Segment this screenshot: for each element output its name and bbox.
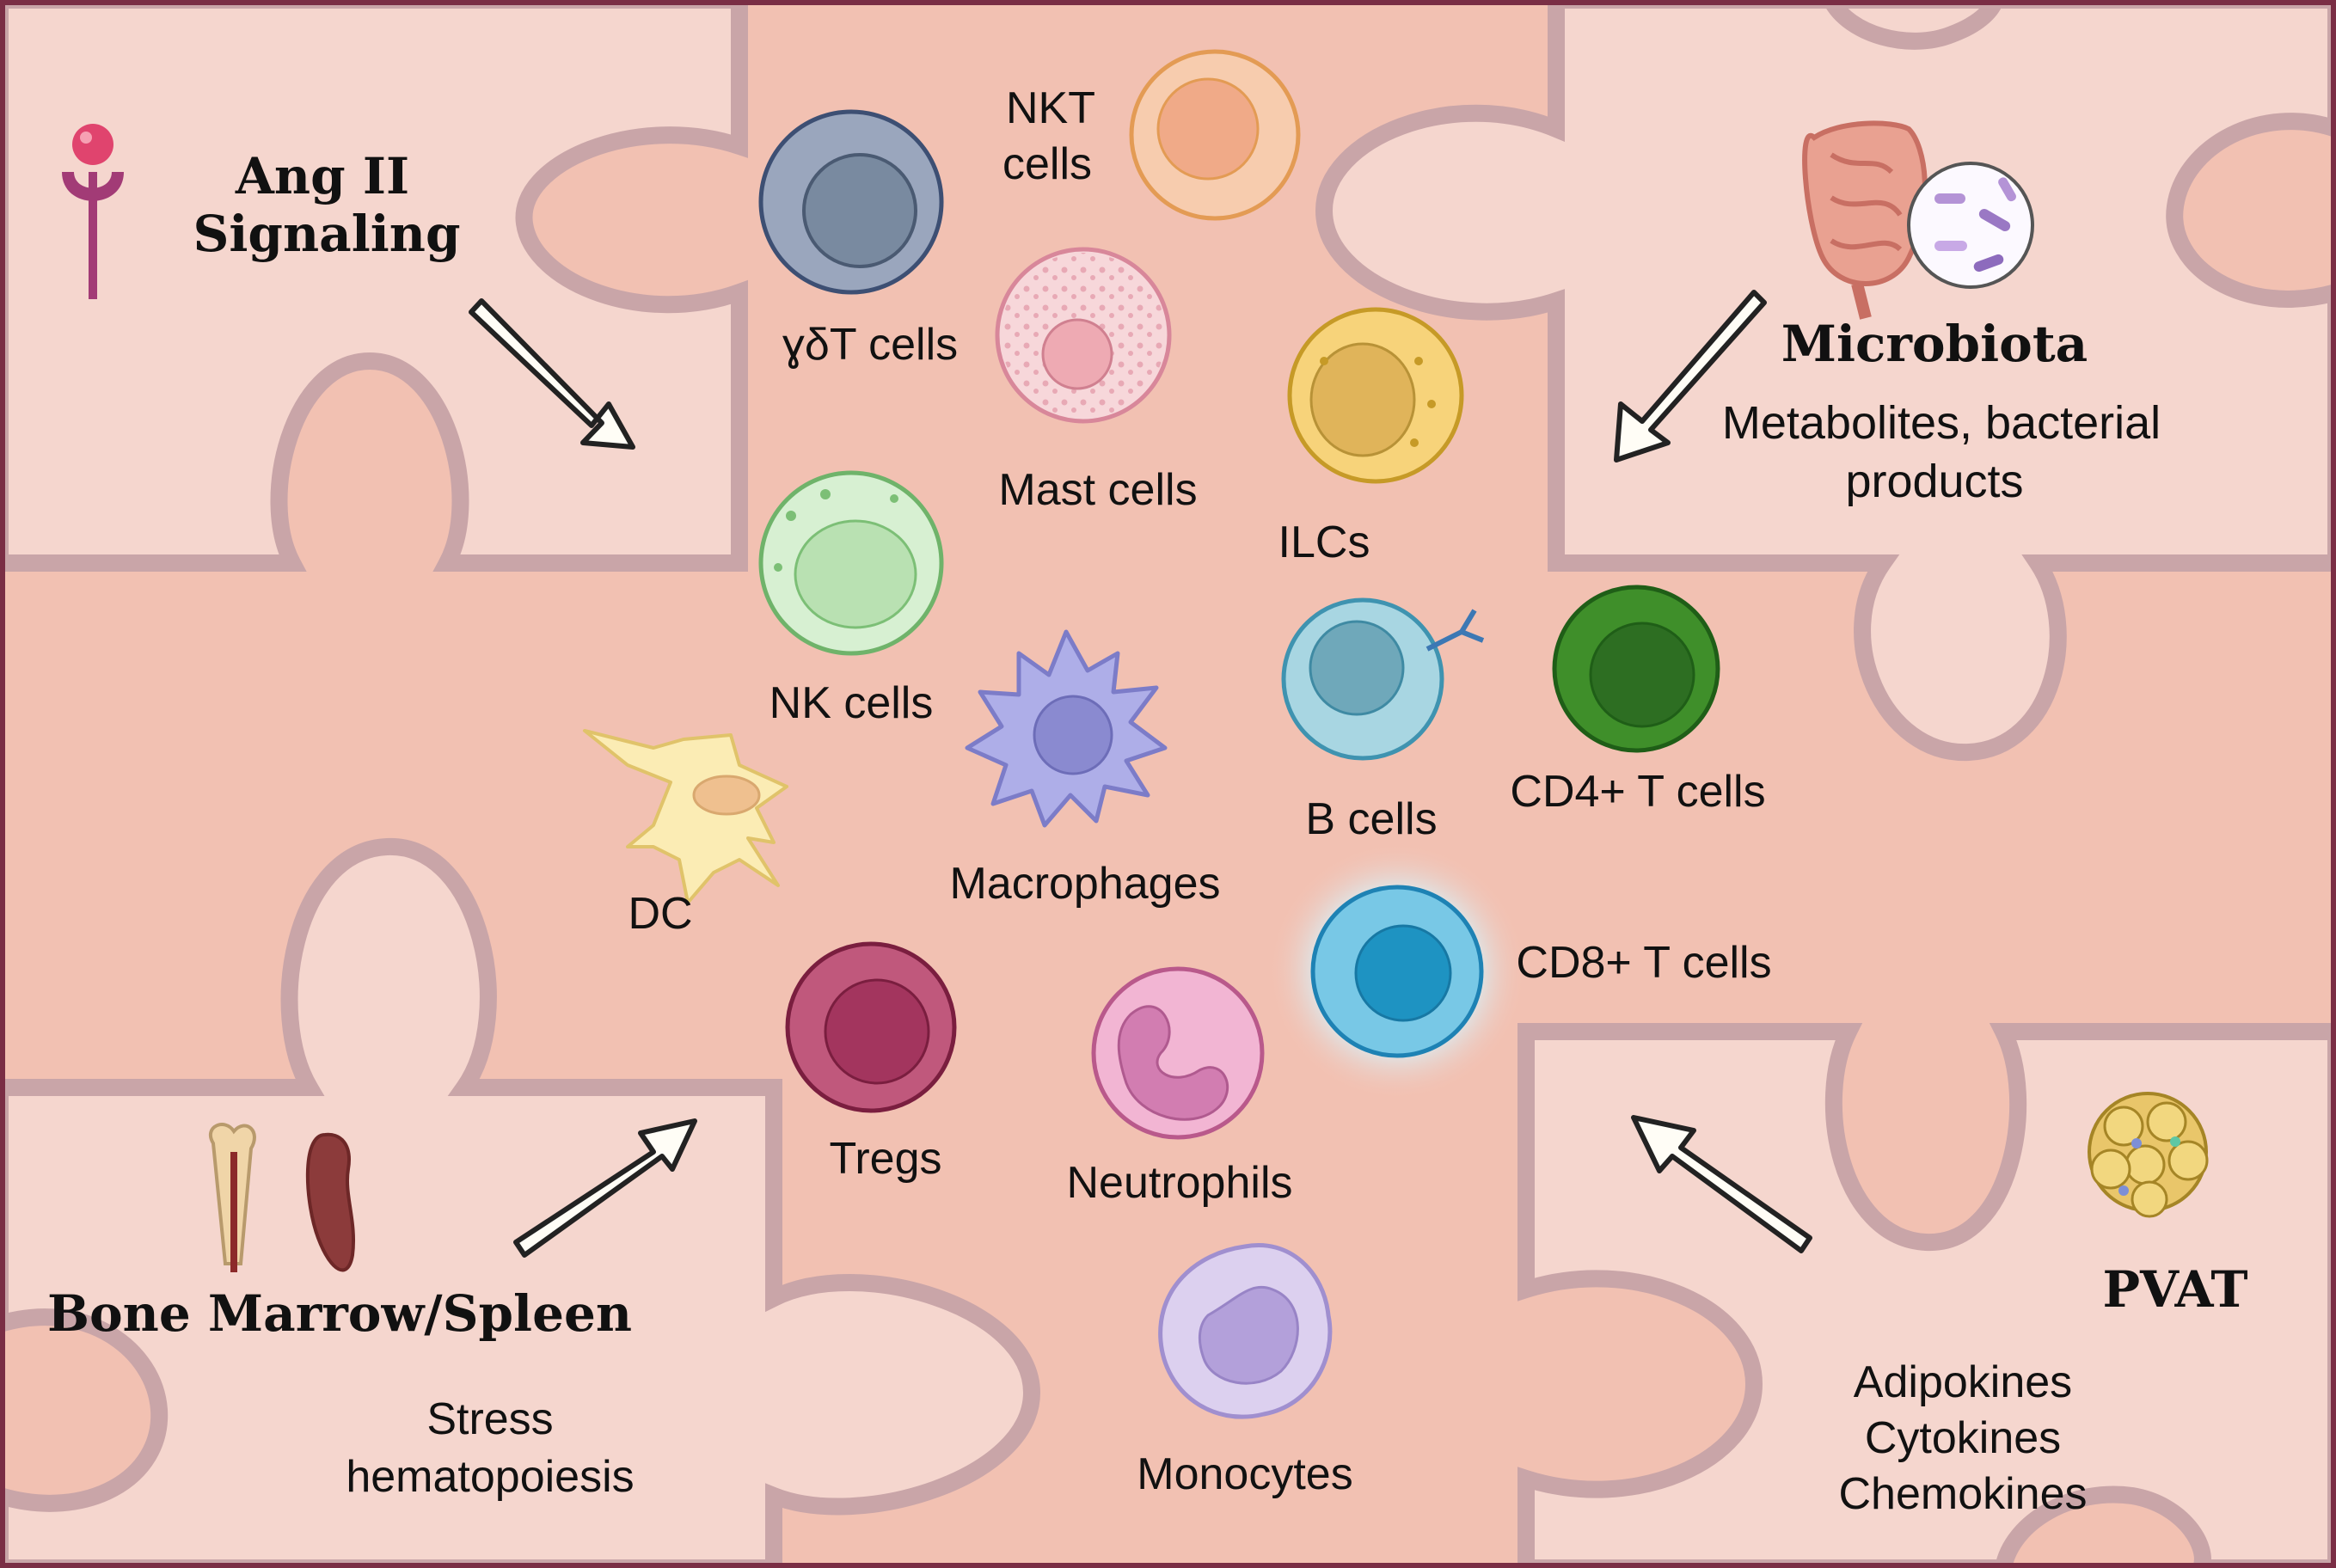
- nkt-cell-icon: [1129, 49, 1301, 221]
- ang-ii-receptor-icon: [62, 124, 124, 299]
- mast-cell-icon: [995, 247, 1172, 424]
- ang-ii-title-line2: Signaling: [193, 205, 460, 263]
- antibody-icon: [1426, 609, 1485, 652]
- gamma-delta-t-cell-icon: [758, 109, 944, 295]
- bone-icon: [209, 1123, 256, 1272]
- ang-ii-arrow-icon: [469, 298, 635, 450]
- ang-ii-title-line1: Ang II: [235, 147, 409, 205]
- monocyte-icon: [1158, 1243, 1333, 1419]
- dendritic-cell-icon: [583, 729, 788, 904]
- puzzle-tab-bottom-right: [1995, 1485, 2211, 1568]
- cd4-t-cell-icon: [1552, 585, 1720, 753]
- puzzle-tab-right-edge: [2166, 113, 2336, 308]
- pvat-title: PVAT: [2102, 1260, 2247, 1319]
- puzzle-piece-ang-ii: [0, 0, 748, 572]
- macrophages-label: Macrophages: [949, 859, 1220, 909]
- gamma-delta-t-cells-label: ɣδT cells: [782, 320, 958, 370]
- ilc-cell-icon: [1287, 307, 1464, 484]
- treg-cell-icon: [785, 941, 957, 1113]
- puzzle-piece-microbiota: [1315, 0, 2336, 762]
- pvat-subtitle-line3: Chemokines: [1838, 1469, 2087, 1519]
- puzzle-piece-bone-marrow: [0, 837, 1041, 1568]
- cd8-t-cell-icon: [1268, 842, 1526, 1100]
- nk-cells-label: NK cells: [769, 678, 934, 728]
- cd4-t-cells-label: CD4+ T cells: [1510, 767, 1765, 817]
- b-cell-icon: [1281, 597, 1485, 761]
- bone-marrow-subtitle-line2: hematopoiesis: [346, 1452, 634, 1502]
- intestine-icon: [1802, 120, 1928, 320]
- bacteria-circle-icon: [1907, 162, 2034, 289]
- mast-cells-label: Mast cells: [998, 465, 1197, 515]
- neutrophils-label: Neutrophils: [1066, 1158, 1292, 1208]
- microbiota-subtitle-line2: products: [1845, 456, 2023, 507]
- pvat-arrow-icon: [1631, 1115, 1812, 1253]
- puzzle-tab-top-right: [1824, 0, 2003, 50]
- pvat-subtitle-line2: Cytokines: [1865, 1413, 2061, 1463]
- b-cells-label: B cells: [1305, 794, 1437, 844]
- monocytes-label: Monocytes: [1137, 1449, 1352, 1499]
- tregs-label: Tregs: [830, 1134, 942, 1184]
- bone-marrow-arrow-icon: [513, 1118, 697, 1258]
- nk-cell-icon: [758, 470, 944, 656]
- ilcs-label: ILCs: [1278, 518, 1370, 567]
- spleen-icon: [305, 1132, 355, 1272]
- microbiota-arrow-icon: [1614, 290, 1767, 462]
- nkt-cells-label-line2: cells: [1002, 139, 1092, 189]
- puzzle-tab-bottom-left: [0, 1308, 169, 1512]
- microbiota-subtitle-line1: Metabolites, bacterial: [1722, 397, 2161, 449]
- bone-marrow-subtitle-line1: Stress: [426, 1394, 553, 1444]
- nkt-cells-label-line1: NKT: [1006, 83, 1095, 133]
- adipose-tissue-icon: [2088, 1092, 2209, 1218]
- cd8-t-cells-label: CD8+ T cells: [1516, 938, 1771, 988]
- dc-label: DC: [628, 889, 692, 939]
- microbiota-title: Microbiota: [1781, 315, 2088, 373]
- macrophage-icon: [965, 629, 1168, 828]
- neutrophil-icon: [1091, 966, 1265, 1140]
- pvat-subtitle-line1: Adipokines: [1854, 1357, 2072, 1407]
- bone-marrow-title: Bone Marrow/Spleen: [47, 1284, 632, 1343]
